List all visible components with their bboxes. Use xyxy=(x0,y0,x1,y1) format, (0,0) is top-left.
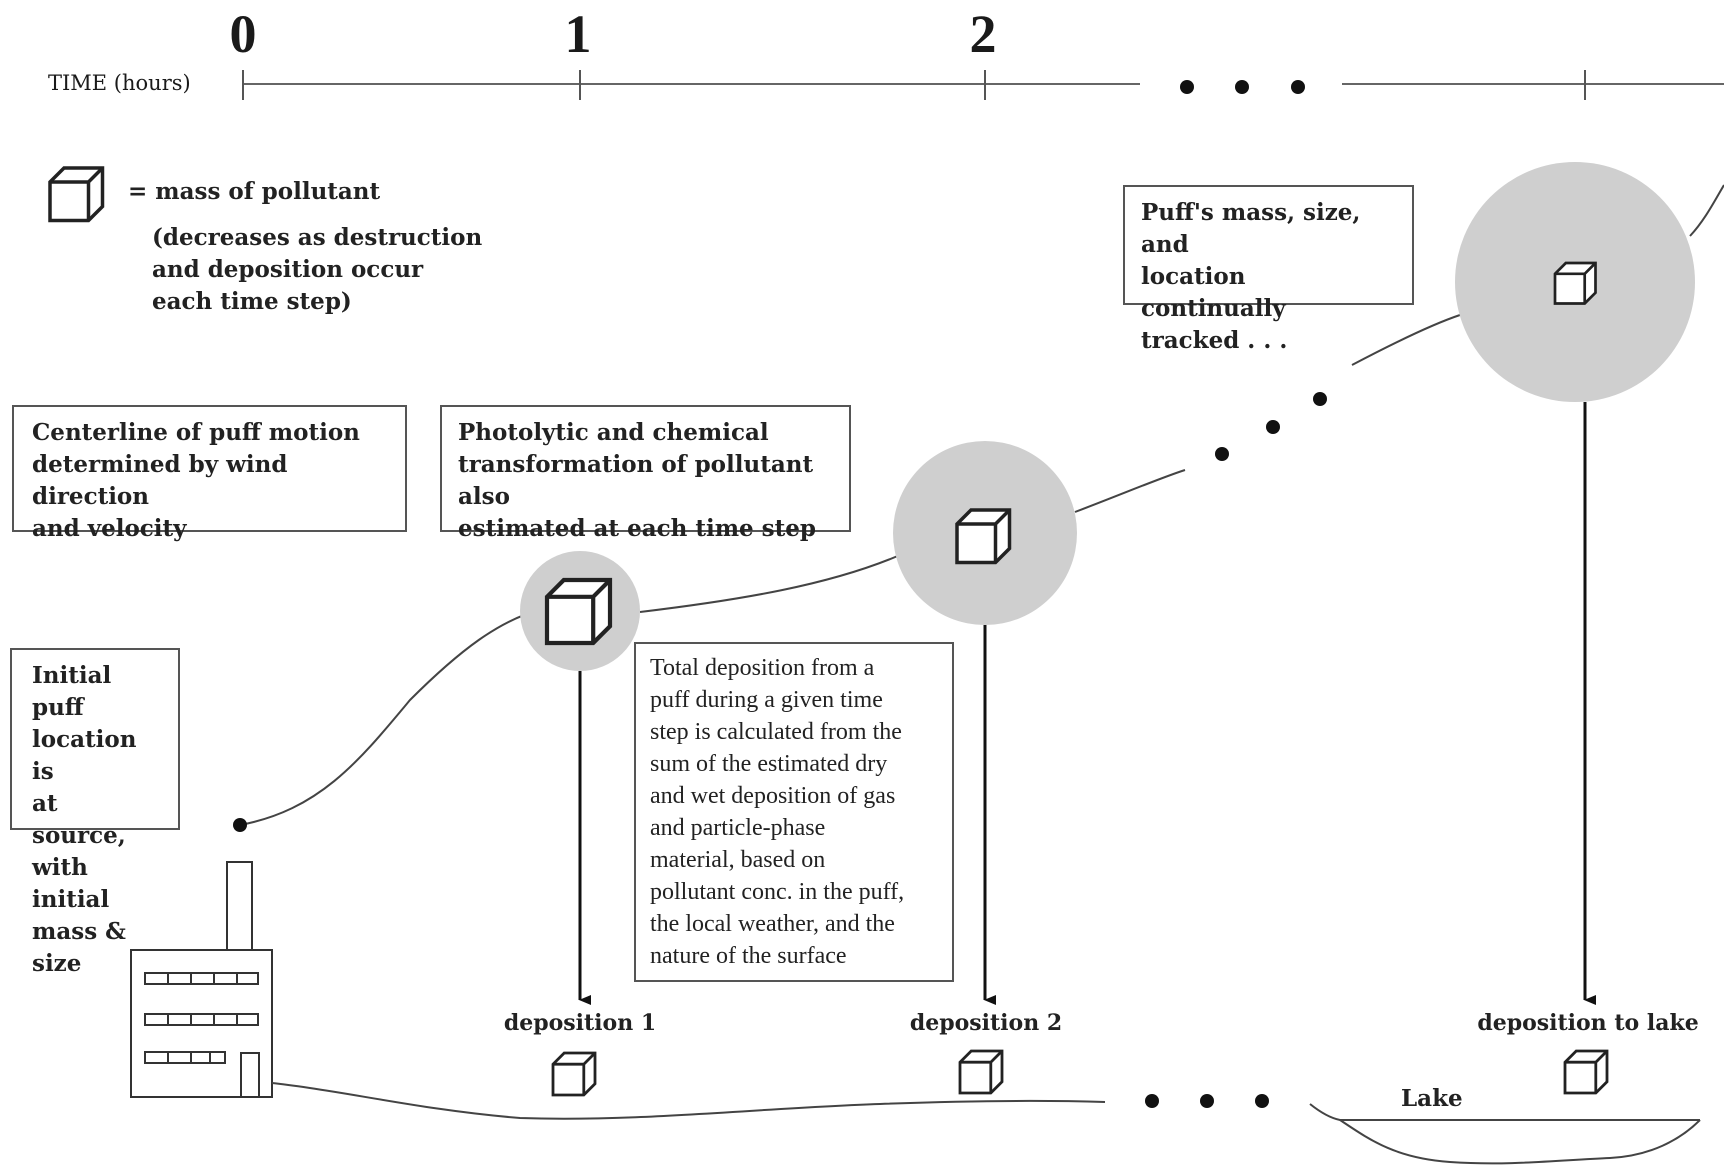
total-deposition-box: Total deposition from a puff during a gi… xyxy=(634,642,954,982)
time-axis-label: TIME (hours) xyxy=(48,71,191,95)
box-line: and velocity xyxy=(32,515,187,542)
box-line: Initial puff xyxy=(32,662,112,721)
box-line: Puff's mass, size, and xyxy=(1141,199,1361,258)
legend-note-line: (decreases as destruction xyxy=(152,224,483,251)
box-line: the local weather, and the xyxy=(650,911,895,937)
ellipsis-dot xyxy=(1235,80,1249,94)
box-line: at source, xyxy=(32,790,126,849)
factory-icon xyxy=(130,861,273,1098)
box-line: estimated at each time step xyxy=(458,515,816,542)
box-line: material, based on xyxy=(650,847,826,873)
deposition-lake-cube-icon xyxy=(1563,1049,1609,1095)
deposition-2-cube-icon xyxy=(958,1049,1004,1095)
puff-trajectory xyxy=(233,184,1724,832)
ellipsis-dot xyxy=(1145,1094,1159,1108)
puff-3 xyxy=(1455,162,1695,402)
deposition-lake-label: deposition to lake xyxy=(1477,1010,1699,1036)
legend-note-line: each time step) xyxy=(152,288,352,315)
photolytic-box: Photolytic and chemical transformation o… xyxy=(440,405,851,542)
time-axis xyxy=(242,70,1724,100)
deposition-2-label: deposition 2 xyxy=(909,1010,1063,1036)
box-line: sum of the estimated dry xyxy=(650,751,888,777)
box-line: step is calculated from the xyxy=(650,719,902,745)
box-line: Total deposition from a xyxy=(650,655,875,681)
legend-cube-icon xyxy=(48,166,105,223)
box-line: and particle-phase xyxy=(650,815,826,841)
tracked-box: Puff's mass, size, and location continua… xyxy=(1123,185,1414,354)
box-line: location is xyxy=(32,726,137,785)
source-point xyxy=(233,818,247,832)
initial-puff-box: Initial puff location is at source, with… xyxy=(10,648,180,977)
lake-shape xyxy=(1339,1119,1701,1165)
box-line: with initial xyxy=(32,854,110,913)
box-line: tracked . . . xyxy=(1141,327,1288,354)
tick-label-0: 0 xyxy=(229,4,257,64)
box-line: transformation of pollutant also xyxy=(458,451,814,510)
ground-line xyxy=(271,1082,1700,1121)
box-line: determined by wind direction xyxy=(32,451,288,510)
deposition-1-cube-icon xyxy=(551,1051,597,1097)
legend-label: = mass of pollutant xyxy=(128,178,381,205)
ellipsis-dot xyxy=(1291,80,1305,94)
lake-label: Lake xyxy=(1401,1085,1463,1112)
ellipsis-dot xyxy=(1215,447,1229,461)
box-line: Photolytic and chemical xyxy=(458,419,769,446)
box-line: mass & size xyxy=(32,918,126,977)
box-line: pollutant conc. in the puff, xyxy=(650,879,905,905)
tick-label-1: 1 xyxy=(564,4,592,64)
box-line: nature of the surface xyxy=(650,943,847,969)
centerline-box: Centerline of puff motion determined by … xyxy=(12,405,407,542)
box-line: location continually xyxy=(1141,263,1286,322)
puff-1 xyxy=(520,551,640,671)
ellipsis-dot xyxy=(1313,392,1327,406)
box-line: Centerline of puff motion xyxy=(32,419,360,446)
box-line: puff during a given time xyxy=(650,687,883,713)
ellipsis-dot xyxy=(1200,1094,1214,1108)
legend-note-line: and deposition occur xyxy=(152,256,424,283)
puff-2 xyxy=(893,441,1077,625)
ellipsis-dot xyxy=(1266,420,1280,434)
legend-note: (decreases as destruction and deposition… xyxy=(152,222,482,318)
ellipsis-dot xyxy=(1255,1094,1269,1108)
tick-label-2: 2 xyxy=(969,4,997,64)
deposition-1-label: deposition 1 xyxy=(503,1010,657,1036)
box-line: and wet deposition of gas xyxy=(650,783,896,809)
ellipsis-dot xyxy=(1180,80,1194,94)
